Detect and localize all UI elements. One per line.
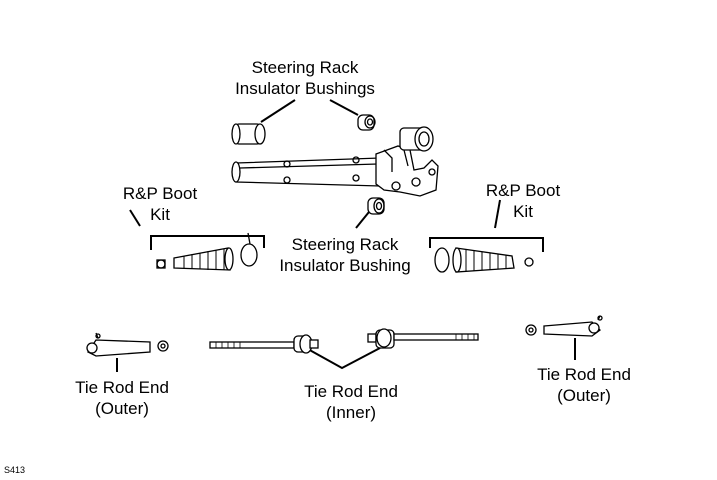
label-tie-rod-outer-right: Tie Rod End (Outer): [524, 364, 644, 406]
tie-rod-outer-left: [86, 332, 169, 357]
label-line: R&P Boot: [485, 181, 561, 200]
label-line: Kit: [513, 202, 533, 221]
label-line: Kit: [150, 205, 170, 224]
leader-lines: [116, 99, 576, 372]
bushing-large: [231, 123, 266, 145]
tie-rod-inner-right: [367, 328, 479, 349]
label-line: Tie Rod End: [75, 378, 169, 397]
label-line: Steering Rack: [291, 235, 399, 254]
label-line: (Outer): [557, 386, 611, 405]
boot-kit-left: [156, 232, 258, 271]
kit-brackets: [150, 235, 544, 252]
bushing-single: [367, 197, 385, 215]
label-line: Steering Rack: [251, 58, 359, 77]
boot-kit-right: [434, 247, 534, 273]
label-line: (Outer): [95, 399, 149, 418]
label-tie-rod-inner: Tie Rod End (Inner): [291, 381, 411, 423]
label-line: Tie Rod End: [304, 382, 398, 401]
label-boot-kit-left: R&P Boot Kit: [100, 183, 220, 225]
label-line: Insulator Bushings: [235, 79, 375, 98]
tie-rod-inner-left: [209, 334, 319, 354]
label-line: R&P Boot: [122, 184, 198, 203]
figure-reference: S413: [4, 465, 26, 475]
bushing-small-top: [357, 114, 376, 131]
steering-rack-housing: [231, 126, 439, 197]
label-line: Tie Rod End: [537, 365, 631, 384]
label-insulator-bushing: Steering Rack Insulator Bushing: [270, 234, 420, 276]
label-boot-kit-right: R&P Boot Kit: [463, 180, 583, 222]
label-line: (Inner): [325, 403, 377, 422]
label-tie-rod-outer-left: Tie Rod End (Outer): [62, 377, 182, 419]
tie-rod-outer-right: [525, 315, 603, 337]
label-line: Insulator Bushing: [279, 256, 411, 275]
label-insulator-bushings: Steering Rack Insulator Bushings: [225, 57, 385, 99]
